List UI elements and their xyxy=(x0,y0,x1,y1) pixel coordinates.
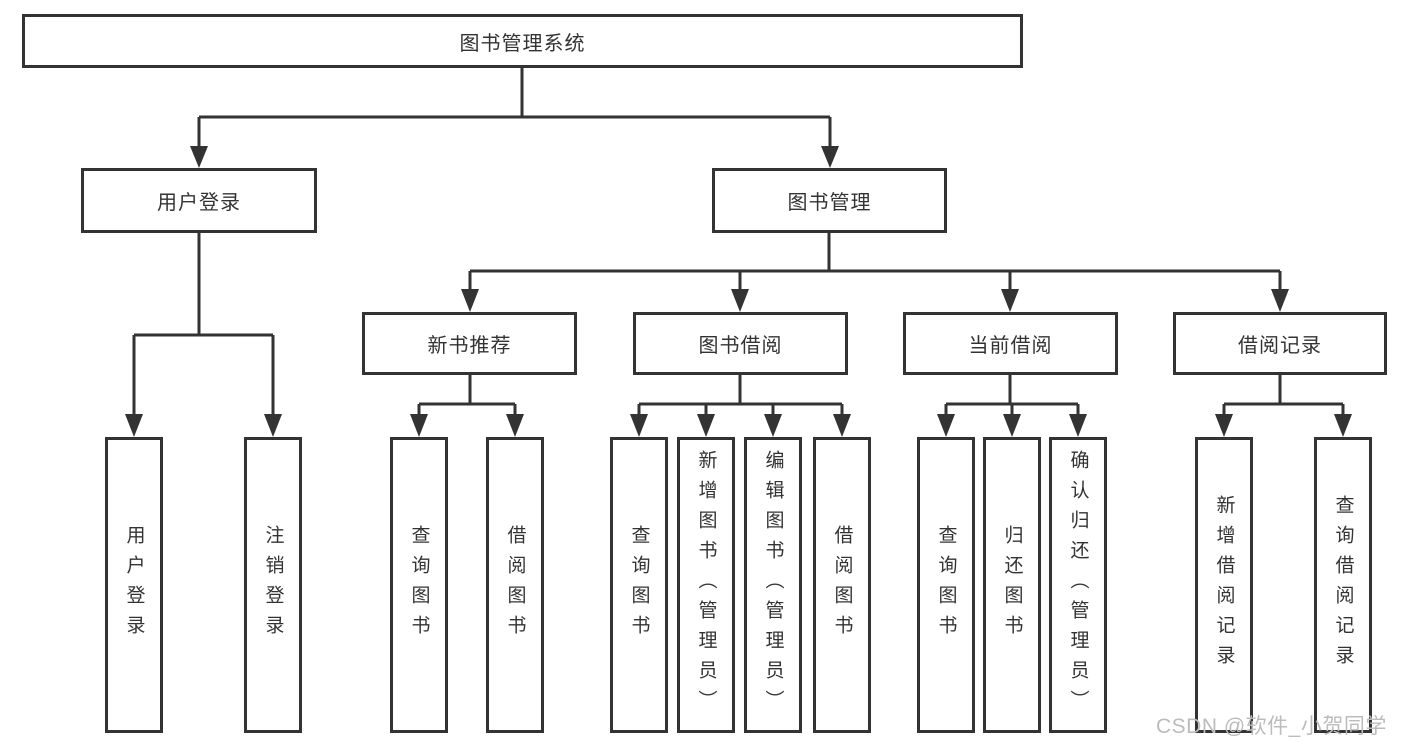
arrow-down-icon xyxy=(937,414,955,437)
arrow-down-icon xyxy=(410,414,428,437)
node-book-management: 图书管理 xyxy=(712,168,947,233)
leaf-confirm-return-admin: 确认归还（管理员） xyxy=(1049,437,1107,733)
arrow-down-icon xyxy=(764,414,782,437)
leaf-query-book-current: 查询图书 xyxy=(917,437,975,733)
arrow-down-icon xyxy=(821,146,839,168)
arrow-down-icon xyxy=(461,289,479,312)
connector-root-children xyxy=(197,68,832,150)
arrow-down-icon xyxy=(506,414,524,437)
leaf-query-book-borrow: 查询图书 xyxy=(610,437,668,733)
node-root-system: 图书管理系统 xyxy=(22,14,1023,68)
leaf-borrow-book-borrow: 借阅图书 xyxy=(813,437,871,733)
arrow-down-icon xyxy=(697,414,715,437)
node-new-book-recommend: 新书推荐 xyxy=(362,312,577,375)
leaf-add-borrow-record: 新增借阅记录 xyxy=(1195,437,1253,733)
leaf-borrow-book-recommend: 借阅图书 xyxy=(486,437,544,733)
csdn-watermark: CSDN @软件_小贺同学 xyxy=(1156,715,1387,738)
connector-book-management-children xyxy=(468,233,1282,293)
leaf-user-login: 用户登录 xyxy=(105,437,163,733)
arrow-down-icon xyxy=(125,414,143,437)
node-borrow-record: 借阅记录 xyxy=(1173,312,1387,375)
connector-current-borrow-children xyxy=(944,375,1080,418)
arrow-down-icon xyxy=(1215,414,1233,437)
arrow-down-icon xyxy=(1003,414,1021,437)
leaf-query-book-recommend: 查询图书 xyxy=(390,437,448,733)
leaf-add-book-admin: 新增图书（管理员） xyxy=(677,437,735,733)
arrow-down-icon xyxy=(731,289,749,312)
connector-user-login-children xyxy=(132,233,275,418)
connector-book-borrow-children xyxy=(637,375,844,418)
arrow-down-icon xyxy=(1271,289,1289,312)
connector-new-book-recommend-children xyxy=(417,375,517,418)
leaf-return-book: 归还图书 xyxy=(983,437,1041,733)
node-user-login: 用户登录 xyxy=(81,168,317,233)
arrow-down-icon xyxy=(190,146,208,168)
arrow-down-icon xyxy=(1069,414,1087,437)
connector-borrow-record-children xyxy=(1222,375,1345,418)
node-current-borrow: 当前借阅 xyxy=(903,312,1118,375)
arrow-down-icon xyxy=(1001,289,1019,312)
arrow-down-icon xyxy=(1334,414,1352,437)
leaf-query-borrow-record: 查询借阅记录 xyxy=(1314,437,1372,733)
node-book-borrow: 图书借阅 xyxy=(633,312,848,375)
leaf-edit-book-admin: 编辑图书（管理员） xyxy=(744,437,802,733)
leaf-logout: 注销登录 xyxy=(244,437,302,733)
arrow-down-icon xyxy=(833,414,851,437)
arrow-down-icon xyxy=(630,414,648,437)
arrow-down-icon xyxy=(264,414,282,437)
